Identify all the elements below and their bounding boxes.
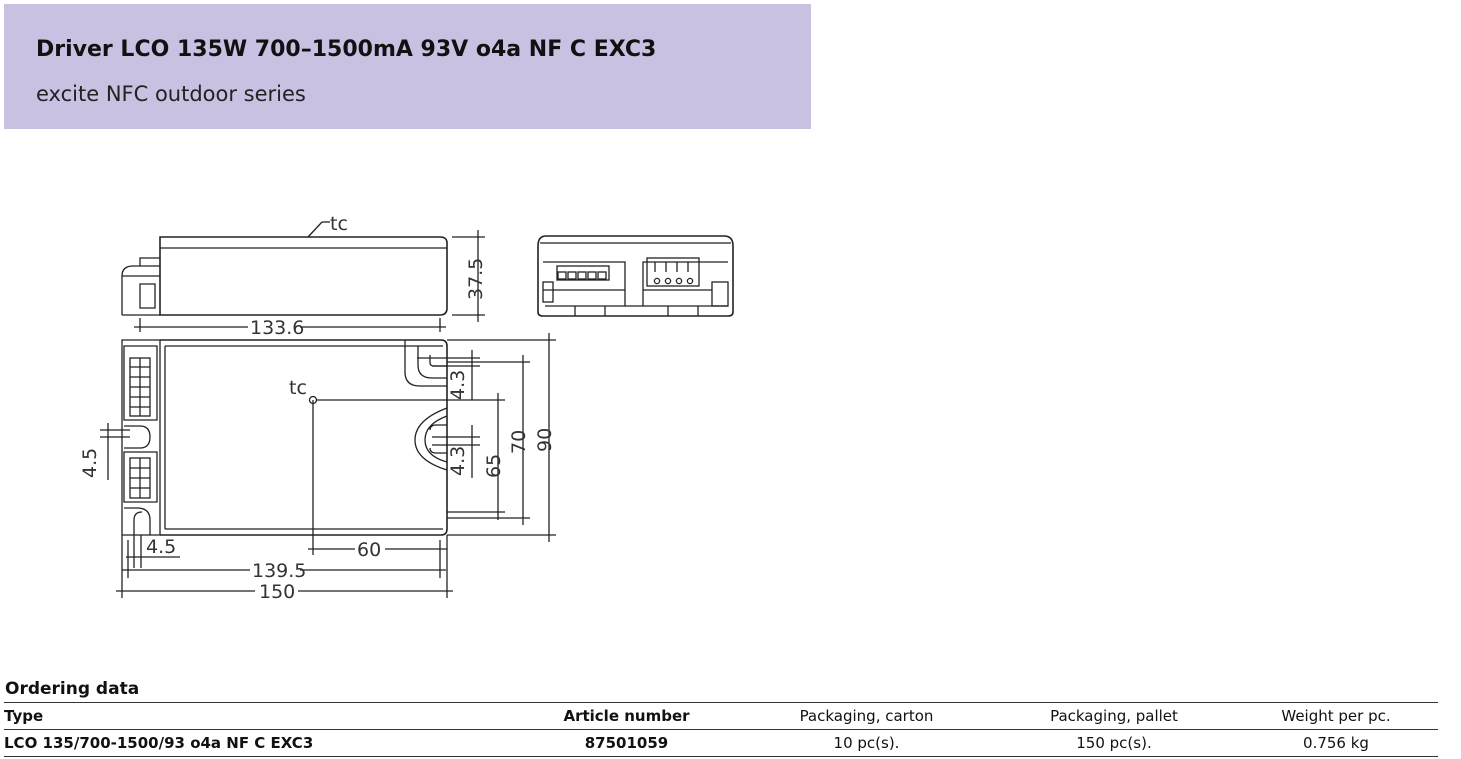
dim-height: 37.5 (465, 258, 487, 300)
product-series: excite NFC outdoor series (36, 82, 306, 106)
side-view (121, 221, 485, 332)
dim-length: 150 (259, 581, 295, 603)
dimension-lines (100, 333, 556, 598)
top-view (121, 339, 448, 555)
ordering-table: Type Article number Packaging, carton Pa… (4, 702, 1438, 757)
dim-hole-spacing: 65 (483, 454, 505, 478)
tc-label-top: tc (289, 377, 307, 399)
cell-packaging-pallet: 150 pc(s). (1076, 734, 1152, 752)
dim-inner-width: 70 (508, 430, 530, 454)
dim-width: 90 (534, 428, 556, 452)
table-row: LCO 135/700-1500/93 o4a NF C EXC3 875010… (4, 730, 1438, 757)
header-banner: Driver LCO 135W 700–1500mA 93V o4a NF C … (4, 4, 811, 129)
dim-edge-bottom: 4.5 (146, 536, 176, 558)
dim-gap-bottom: 4.3 (447, 446, 469, 476)
dim-tc-offset: 60 (357, 539, 381, 561)
product-title: Driver LCO 135W 700–1500mA 93V o4a NF C … (36, 37, 657, 62)
col-weight: Weight per pc. (1281, 707, 1391, 725)
col-article-number: Article number (563, 707, 690, 725)
cell-weight: 0.756 kg (1303, 734, 1369, 752)
col-type: Type (4, 707, 44, 725)
col-packaging-pallet: Packaging, pallet (1050, 707, 1178, 725)
table-header-row: Type Article number Packaging, carton Pa… (4, 702, 1438, 730)
col-packaging-carton: Packaging, carton (799, 707, 934, 725)
dim-gap-top: 4.3 (447, 370, 469, 400)
tc-label-side: tc (330, 213, 348, 235)
dim-length-side: 133.6 (250, 317, 304, 339)
dim-hole-pitch: 139.5 (252, 560, 306, 582)
ordering-data-heading: Ordering data (5, 679, 140, 699)
end-view (537, 235, 734, 317)
cell-packaging-carton: 10 pc(s). (833, 734, 900, 752)
cell-article-number: 87501059 (584, 734, 669, 752)
dim-edge-left: 4.5 (79, 448, 101, 478)
cell-type: LCO 135/700-1500/93 o4a NF C EXC3 (4, 734, 314, 752)
